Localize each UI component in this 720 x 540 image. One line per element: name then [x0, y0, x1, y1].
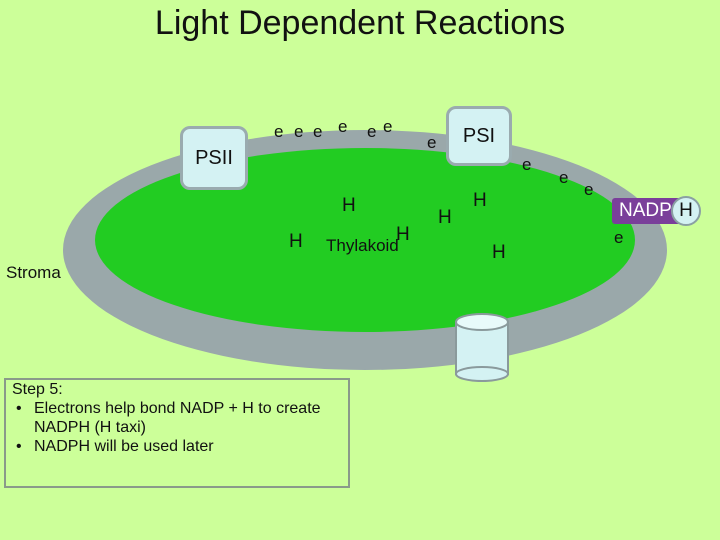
hydrogen-ion: H	[396, 224, 410, 245]
electron: e	[559, 168, 569, 187]
hydrogen-ion: H	[438, 207, 452, 228]
step-bullet: Electrons help bond NADP + H to create N…	[16, 399, 342, 437]
electron: e	[584, 180, 594, 199]
electron: e	[383, 117, 393, 136]
electron: e	[294, 122, 304, 141]
step-description: Step 5: Electrons help bond NADP + H to …	[4, 378, 350, 488]
step-bullet: NADPH will be used later	[16, 437, 342, 456]
stroma-label: Stroma	[6, 263, 61, 282]
electron: e	[367, 122, 377, 141]
hydrogen-ion-bonded: H	[671, 196, 701, 226]
hydrogen-ion: H	[492, 242, 506, 263]
hydrogen-ion-label: H	[679, 200, 693, 221]
psii-label: PSII	[195, 146, 233, 169]
electron: e	[614, 228, 624, 247]
electron: e	[274, 122, 284, 141]
atp-synthase-icon	[455, 313, 509, 382]
hydrogen-ion: H	[289, 231, 303, 252]
hydrogen-ion: H	[342, 195, 356, 216]
electron: e	[313, 122, 323, 141]
step-heading: Step 5:	[12, 381, 63, 398]
electron: e	[338, 117, 348, 136]
thylakoid-interior	[95, 148, 635, 332]
electron: e	[427, 133, 437, 152]
step-bullets: Electrons help bond NADP + H to create N…	[12, 399, 342, 456]
electron: e	[522, 155, 532, 174]
psi-complex: PSI	[446, 106, 512, 166]
hydrogen-ion: H	[473, 190, 487, 211]
psi-label: PSI	[462, 124, 496, 147]
psii-complex: PSII	[180, 126, 248, 190]
thylakoid-label: Thylakoid	[326, 236, 399, 255]
slide-title: Light Dependent Reactions	[154, 4, 566, 42]
nadp-label: NADP	[619, 200, 672, 221]
